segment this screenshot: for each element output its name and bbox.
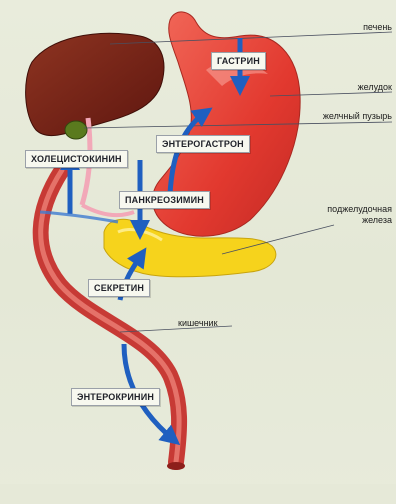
label-enterogastron: ЭНТЕРОГАСТРОН — [156, 135, 250, 153]
label-gallbladder: желчный пузырь — [323, 111, 392, 122]
label-pancreas-line1: поджелудочная — [327, 204, 392, 215]
liver-shape — [26, 33, 164, 135]
label-intestine: кишечник — [178, 318, 218, 329]
label-secretin: СЕКРЕТИН — [88, 279, 150, 297]
label-pancreozymin: ПАНКРЕОЗИМИН — [119, 191, 210, 209]
label-cholecystokinin: ХОЛЕЦИСТОКИНИН — [25, 150, 128, 168]
label-pancreas-line2: железа — [362, 215, 392, 226]
label-enterocrinin: ЭНТЕРОКРИНИН — [71, 388, 160, 406]
intestine-end — [167, 462, 185, 470]
label-liver: печень — [363, 22, 392, 33]
gallbladder-shape — [65, 121, 87, 139]
label-stomach: желудок — [358, 82, 392, 93]
label-gastrin: ГАСТРИН — [211, 52, 266, 70]
